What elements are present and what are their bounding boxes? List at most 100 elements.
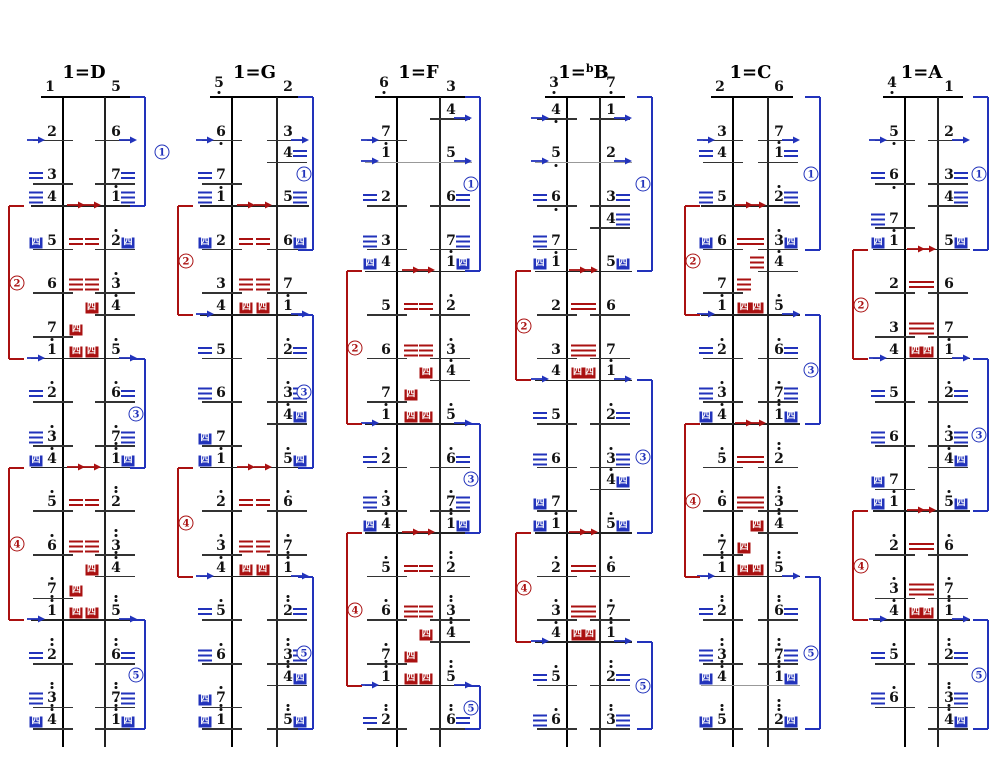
finger2-marker [293, 346, 307, 357]
note-tick-line [875, 183, 915, 185]
finger-marker-line [533, 724, 547, 727]
finger-marker-line [570, 303, 585, 305]
finger-marker-line [293, 346, 307, 349]
finger-marker-line [363, 240, 377, 243]
note-tick-line [430, 728, 470, 730]
note-tick-line [367, 314, 407, 316]
finger2-marker [363, 717, 377, 727]
finger-marker-line [403, 615, 418, 618]
finger3-marker [198, 191, 212, 207]
finger-marker-line [737, 506, 752, 509]
note-tick-line [430, 641, 470, 643]
note-tick-line [267, 728, 307, 730]
finger-marker-line [239, 278, 254, 281]
finger-marker-line [749, 455, 764, 458]
finger-marker-line [29, 441, 43, 444]
outer-string-line [937, 97, 939, 747]
finger1-arrow-icon [614, 107, 632, 122]
finger2-marker [69, 499, 84, 509]
note-number: 6 [446, 189, 456, 205]
finger-marker-line [403, 308, 418, 310]
inner-string-line [230, 97, 234, 747]
finger2-marker [69, 237, 84, 248]
note-number: 1 [381, 668, 391, 685]
note-tick-line [758, 357, 798, 360]
note-number: 6 [774, 603, 784, 620]
octave-dot-above [720, 708, 724, 712]
note-tick-line [537, 248, 577, 251]
finger-marker-line [121, 172, 135, 175]
finger-marker-line [784, 201, 798, 204]
finger3-marker [784, 191, 798, 207]
finger-marker-line [121, 441, 135, 444]
octave-dot-above [384, 446, 388, 450]
finger4-box: 四 [954, 455, 968, 467]
note-tick-line [928, 401, 968, 403]
finger1-arrow-icon [27, 609, 45, 623]
octave-dot-above [554, 621, 558, 624]
finger2-marker [419, 564, 434, 575]
finger-marker-line [871, 390, 885, 393]
octave-dot-above [947, 708, 951, 712]
position-number-badge: 3 [803, 362, 819, 377]
note-number: 5 [111, 79, 121, 95]
note-tick-line [202, 728, 242, 730]
finger3-marker [570, 344, 585, 359]
finger3-marker [871, 431, 885, 446]
note-number: 6 [446, 712, 456, 729]
finger4-box: 四 [871, 498, 885, 510]
note-number: 6 [774, 79, 784, 95]
note-number: 1 [111, 450, 121, 467]
finger4-box: 四 [121, 716, 135, 728]
finger2-marker [84, 237, 99, 248]
octave-dot-above [114, 485, 118, 489]
finger-marker-line [198, 613, 212, 616]
note-tick-line [95, 401, 135, 403]
finger2-marker [954, 390, 968, 400]
note-number: 6 [216, 646, 226, 663]
note-tick-line [202, 292, 242, 294]
note-tick-line [267, 357, 307, 360]
octave-dot-above [609, 446, 613, 450]
octave-dot-above [384, 555, 388, 559]
finger-marker-line [456, 501, 470, 504]
finger-marker-line [255, 499, 270, 502]
finger1-arrow-icon [237, 195, 256, 209]
octave-dot-above [777, 660, 781, 664]
octave-dot-above [449, 703, 453, 707]
note-number: 3 [283, 123, 293, 140]
octave-dot-above [219, 642, 223, 646]
finger3-marker [293, 191, 307, 207]
position-bracket-line [312, 97, 314, 250]
finger-marker-line [954, 441, 968, 444]
note-tick-line [33, 248, 73, 251]
finger1-arrow-icon [918, 238, 937, 253]
position-number-badge: 1 [971, 166, 987, 181]
note-number: 4 [944, 712, 954, 729]
finger2-marker [198, 608, 212, 618]
finger1-arrow-icon [454, 107, 472, 122]
note-tick-line [33, 663, 73, 665]
finger-marker-line [533, 235, 547, 238]
finger-marker-line [570, 610, 585, 613]
finger1-arrow-icon [614, 369, 632, 383]
note-number: 2 [283, 79, 293, 95]
octave-dot-above [449, 660, 453, 664]
note-number: 2 [446, 298, 456, 314]
note-number: 7 [944, 319, 954, 336]
finger2-marker [198, 172, 212, 182]
finger-marker-line [239, 283, 254, 286]
finger-marker-line [699, 346, 713, 349]
finger-marker-line [570, 308, 585, 310]
position-bracket-line [819, 577, 821, 729]
note-tick-line [33, 554, 73, 556]
note-tick-line [537, 118, 577, 120]
octave-dot-above [777, 699, 781, 703]
note-number: 6 [381, 603, 391, 620]
finger4-box: 四 [750, 520, 764, 532]
position-number-badge: 2 [9, 275, 25, 290]
finger-marker-line [84, 504, 99, 507]
note-number: 2 [551, 298, 561, 314]
octave-dot-above [114, 272, 118, 276]
finger-marker-line [871, 223, 885, 226]
